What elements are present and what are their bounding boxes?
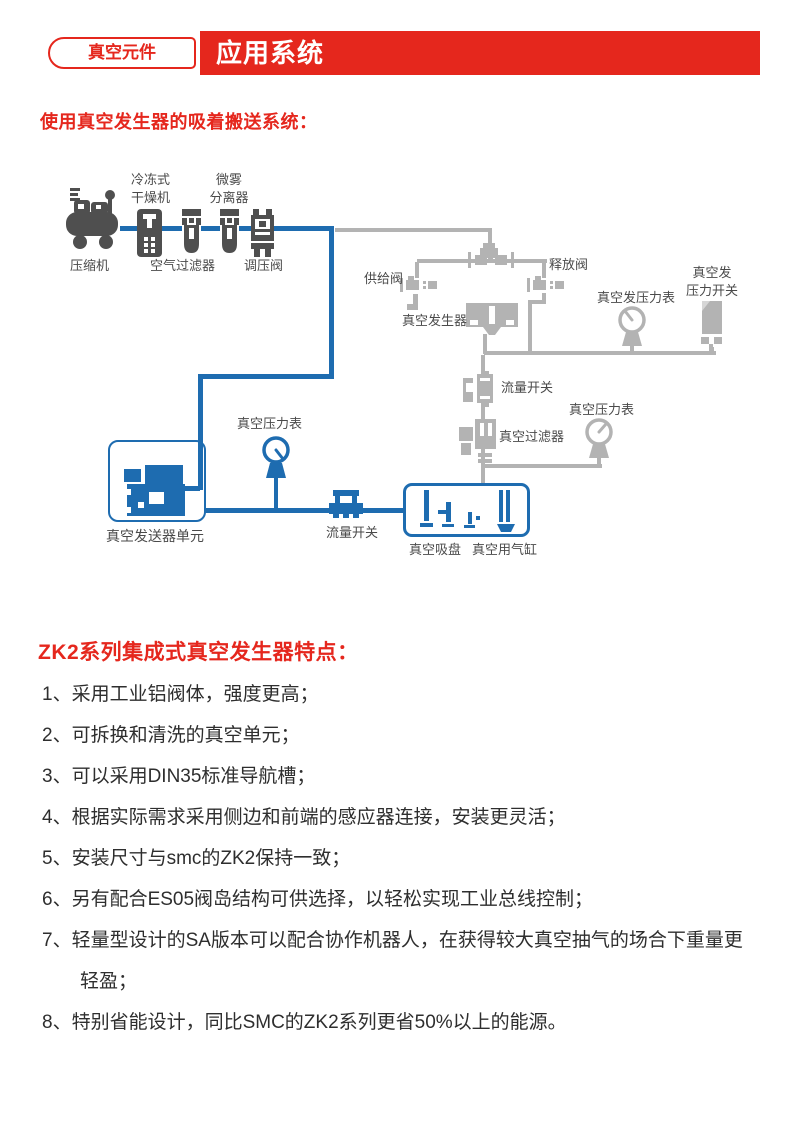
feature-item: 7、轻量型设计的SA版本可以配合协作机器人，在获得较大真空抽气的场合下重量更轻盈… <box>42 930 743 992</box>
vacuum-gauge-blue-icon <box>262 436 290 478</box>
mist-separator-icon <box>220 209 239 253</box>
label-dryer: 冷冻式 干燥机 <box>131 172 171 205</box>
release-valve-icon <box>527 276 564 292</box>
label-mist-separator: 微雾 分离器 <box>209 172 249 205</box>
label-supply-valve: 供给阀 <box>364 271 404 286</box>
pipe-segment <box>198 374 334 379</box>
pipe-segment <box>274 478 278 510</box>
pipe-segment <box>162 226 182 231</box>
label-vacgen-switch: 真空发 压力开关 <box>685 265 738 298</box>
label-vacuum-gauge-gray: 真空压力表 <box>569 402 635 417</box>
flow-switch-icon <box>463 371 493 407</box>
pipe-segment <box>415 262 419 278</box>
feature-item: 1、采用工业铝阀体，强度更高； <box>42 684 319 705</box>
feature-item: 5、安装尺寸与smc的ZK2保持一致； <box>42 848 351 869</box>
pipe-segment <box>274 226 334 231</box>
pipe-segment <box>542 293 546 302</box>
pipe-segment <box>484 351 716 355</box>
pipe-segment <box>542 262 546 278</box>
label-suction-cup: 真空吸盘 <box>409 542 462 557</box>
label-air-filter: 空气过滤器 <box>150 258 216 273</box>
features-section-title: ZK2系列集成式真空发生器特点： <box>38 641 359 664</box>
pipe-segment <box>239 226 252 231</box>
pipe-segment <box>120 226 138 231</box>
pressure-gauge-icon <box>618 306 646 346</box>
regulator-icon <box>251 209 274 257</box>
compressor-icon <box>66 188 118 249</box>
label-ejector-unit: 真空发送器单元 <box>106 528 204 544</box>
label-vacgen-gauge: 真空发压力表 <box>597 290 676 305</box>
exhaust-elbow-icon <box>407 294 418 310</box>
ejector-unit-icon <box>124 465 185 516</box>
supply-valve-icon <box>400 276 437 292</box>
vacuum-gauge-gray-icon <box>585 418 613 458</box>
label-vacuum-generator: 真空发生器 <box>402 313 468 328</box>
pipe-segment <box>528 300 532 354</box>
diagram-section-title: 使用真空发生器的吸着搬送系统： <box>40 112 318 132</box>
pipe-segment <box>488 230 492 246</box>
label-release-valve: 释放阀 <box>549 257 589 272</box>
tee-fitting-icon <box>480 243 498 258</box>
feature-item: 8、特别省能设计，同比SMC的ZK2系列更省50%以上的能源。 <box>42 1012 567 1033</box>
pipe-segment <box>198 374 203 490</box>
pipe-segment <box>205 508 405 513</box>
pipe-segment <box>597 454 601 466</box>
label-vacuum-gauge-blue: 真空压力表 <box>237 416 303 431</box>
manifold-fitting-icon <box>468 252 514 268</box>
pipe-segment <box>335 228 492 232</box>
pipe-segment <box>630 343 634 353</box>
feature-item: 2、可拆换和清洗的真空单元； <box>42 725 300 746</box>
pipe-segment <box>530 300 546 304</box>
label-flow-switch-blue: 流量开关 <box>326 525 379 540</box>
label-regulator: 调压阀 <box>244 258 284 273</box>
vacuum-filter-icon <box>459 419 496 463</box>
pipe-segment <box>329 226 334 379</box>
label-compressor: 压缩机 <box>70 258 110 273</box>
feature-item: 3、可以采用DIN35标准导航槽； <box>42 766 316 787</box>
suction-cup-and-cylinder-icons <box>420 490 515 532</box>
pipe-segment <box>184 486 200 491</box>
pressure-switch-icon <box>701 301 722 353</box>
feature-list: 1、采用工业铝阀体，强度更高； 2、可拆换和清洗的真空单元； 3、可以采用DIN… <box>42 674 754 1043</box>
category-badge: 真空元件 <box>48 37 196 69</box>
feature-item: 6、另有配合ES05阀岛结构可供选择，以轻松实现工业总线控制； <box>42 889 594 910</box>
label-vacuum-filter: 真空过滤器 <box>499 429 565 444</box>
vacuum-generator-icon <box>466 303 518 335</box>
label-flow-switch-gray: 流量开关 <box>501 380 554 395</box>
dryer-icon <box>137 209 162 257</box>
pipe-segment <box>481 464 602 468</box>
page-title-banner: 应用系统 <box>200 31 760 75</box>
air-filter-icon <box>182 209 201 253</box>
pipe-segment <box>483 334 487 354</box>
pipe-segment <box>201 226 220 231</box>
feature-item: 4、根据实际需求采用侧边和前端的感应器连接，安装更灵活； <box>42 807 566 828</box>
label-vacuum-cylinder: 真空用气缸 <box>472 542 538 557</box>
flow-switch-blue-icon <box>329 490 363 518</box>
